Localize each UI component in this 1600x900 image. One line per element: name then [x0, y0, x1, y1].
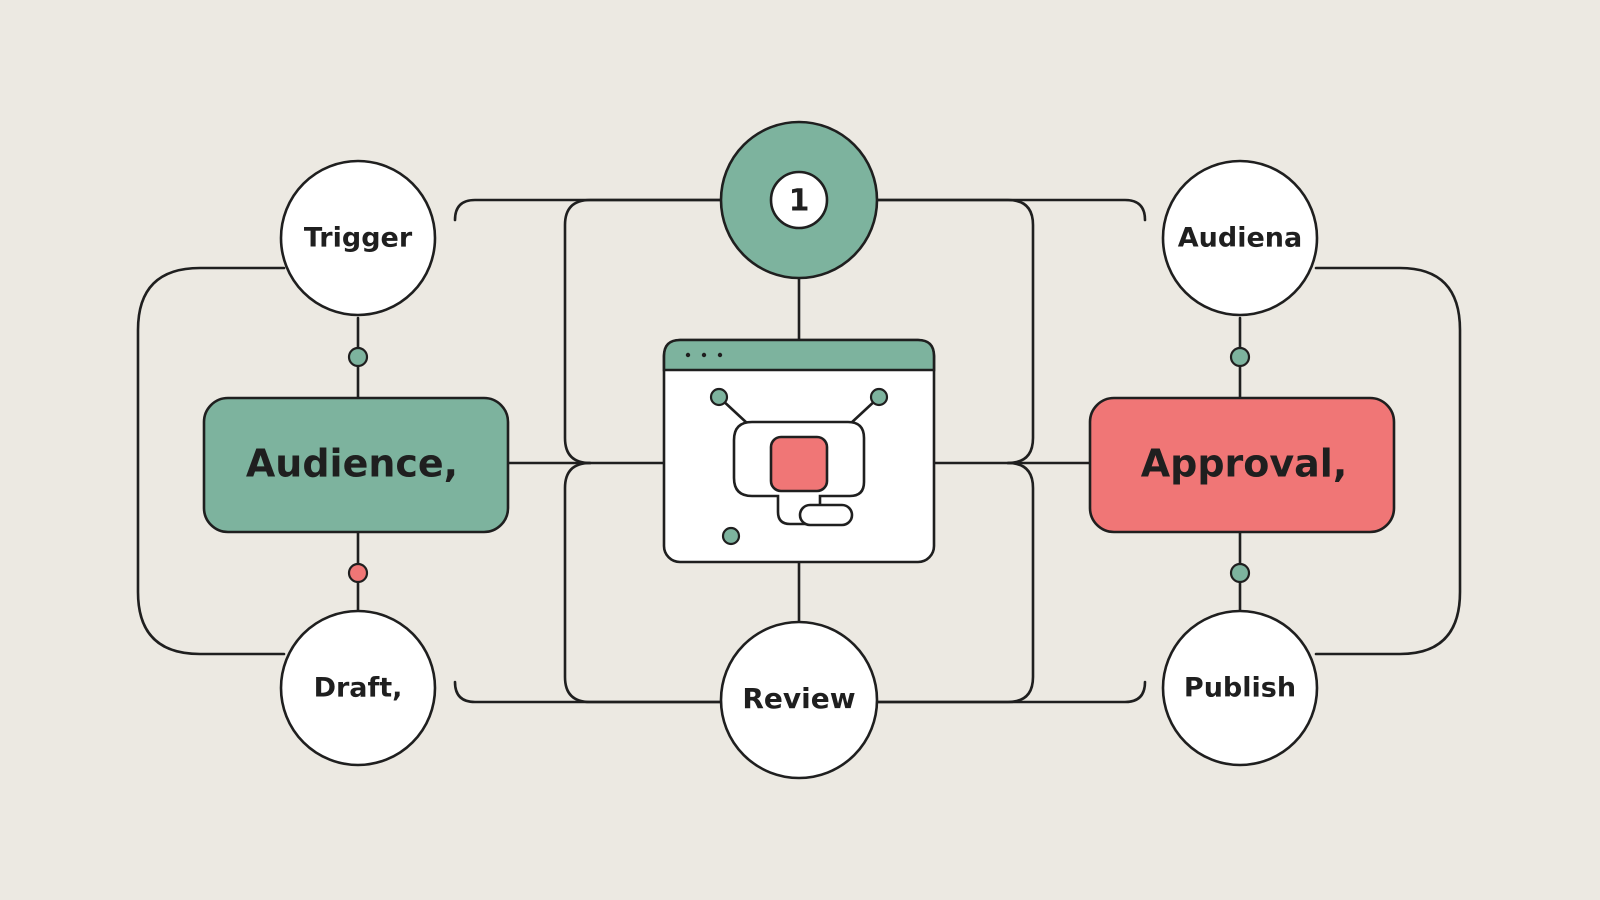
- node-step-badge[interactable]: 1: [719, 120, 879, 280]
- node-publish-label: Publish: [1184, 673, 1296, 704]
- inner-right-bracket-top: [876, 198, 1035, 465]
- audiena-dot: [1229, 346, 1251, 368]
- inner-left-bracket-top: [563, 198, 722, 465]
- node-approval-label: Approval,: [1141, 442, 1348, 486]
- node-audiena-label: Audiena: [1178, 223, 1302, 254]
- node-trigger[interactable]: Trigger: [279, 159, 437, 317]
- window-dot: [685, 352, 691, 358]
- node-draft-label: Draft,: [314, 673, 403, 704]
- bottom-rail-left: [453, 680, 722, 704]
- connector-dots: [347, 346, 1251, 584]
- window-title-bar: [662, 338, 936, 372]
- step-number-icon: [769, 170, 829, 230]
- right-loop-connector: [1314, 266, 1462, 656]
- bubble-inner-square: [769, 435, 829, 493]
- node-audiena[interactable]: Audiena: [1161, 159, 1319, 317]
- node-review-label: Review: [742, 682, 855, 715]
- step-badge-number: 1: [789, 184, 810, 219]
- node-draft[interactable]: Draft,: [279, 609, 437, 767]
- antenna-left-tip: [709, 387, 729, 407]
- window-dot: [701, 352, 707, 358]
- publish-dot: [1229, 562, 1251, 584]
- bottom-rail-right: [876, 680, 1147, 704]
- workflow-app-window-icon[interactable]: [662, 338, 936, 564]
- inner-right-bracket-bottom: [876, 461, 1035, 704]
- node-review[interactable]: Review: [719, 620, 879, 780]
- draft-dot: [347, 562, 369, 584]
- inner-left-bracket-bottom: [563, 461, 722, 704]
- antenna-right-tip: [869, 387, 889, 407]
- top-rail-left: [453, 198, 722, 222]
- node-audience-box[interactable]: Audience,: [202, 396, 510, 534]
- top-rail-right: [876, 198, 1147, 222]
- left-loop-connector: [136, 266, 286, 656]
- window-status-dot: [721, 526, 741, 546]
- connectors: [136, 198, 1462, 704]
- node-trigger-label: Trigger: [304, 223, 413, 254]
- node-audience-label: Audience,: [246, 442, 458, 486]
- node-approval-box[interactable]: Approval,: [1088, 396, 1396, 534]
- trigger-dot: [347, 346, 369, 368]
- bubble-pill: [798, 503, 854, 527]
- node-publish[interactable]: Publish: [1161, 609, 1319, 767]
- window-dot: [717, 352, 723, 358]
